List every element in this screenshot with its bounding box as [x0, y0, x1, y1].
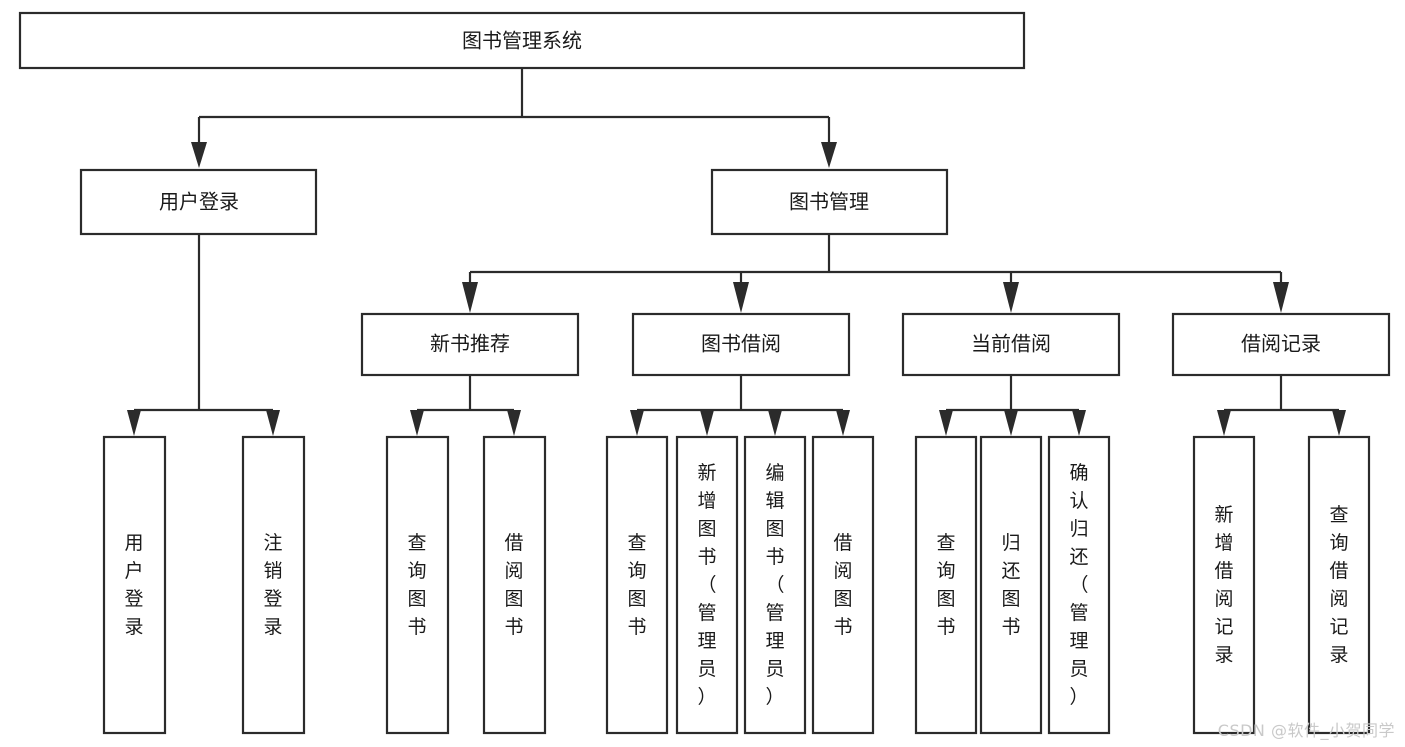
node-leaf-query-borrow-record-box[interactable]: [1307, 435, 1371, 735]
node-borrow-record-box[interactable]: [1171, 312, 1391, 377]
arrowhead-leaf-add-book: [700, 410, 714, 436]
node-leaf-borrow-book-1-box[interactable]: [482, 435, 547, 735]
node-leaf-logout-login-box[interactable]: [241, 435, 306, 735]
node-leaf-logout-login[interactable]: 注销登录: [241, 435, 306, 735]
node-leaf-confirm-return-label: 确认归还（管理员）: [1069, 462, 1088, 708]
node-new-book-recommend-box[interactable]: [360, 312, 580, 377]
node-book-manage-label: 图书管理: [789, 190, 869, 214]
arrowhead-leaf-logout-login: [266, 410, 280, 436]
node-leaf-edit-book[interactable]: 编辑图书（管理员）: [743, 435, 807, 735]
node-leaf-user-login-label: 用户登录: [124, 532, 143, 638]
node-new-book-recommend-label: 新书推荐: [430, 332, 510, 356]
node-borrow-record[interactable]: 借阅记录: [1171, 312, 1391, 377]
node-leaf-return-book-box[interactable]: [979, 435, 1043, 735]
node-leaf-add-borrow-record[interactable]: 新增借阅记录: [1192, 435, 1256, 735]
node-leaf-query-book-1-label: 查询图书: [407, 532, 426, 638]
node-current-borrow-label: 当前借阅: [971, 332, 1051, 356]
arrowhead-book-borrow: [733, 282, 749, 313]
arrowhead-leaf-query-book-3: [939, 410, 953, 436]
node-leaf-confirm-return[interactable]: 确认归还（管理员）: [1047, 435, 1111, 735]
node-leaf-edit-book-box[interactable]: [743, 435, 807, 735]
node-leaf-query-book-2-box[interactable]: [605, 435, 669, 735]
node-book-manage[interactable]: 图书管理: [710, 168, 949, 236]
arrowhead-leaf-borrow-book-1: [507, 410, 521, 436]
node-leaf-borrow-book-2-label: 借阅图书: [833, 532, 852, 638]
node-leaf-query-book-2-label: 查询图书: [627, 532, 646, 638]
arrowhead-leaf-query-book-2: [630, 410, 644, 436]
arrowhead-leaf-return-book: [1004, 410, 1018, 436]
node-root[interactable]: 图书管理系统: [18, 11, 1026, 70]
arrowhead-borrow-record: [1273, 282, 1289, 313]
node-leaf-user-login-box[interactable]: [102, 435, 167, 735]
arrowhead-user-login: [191, 142, 207, 168]
node-user-login-box[interactable]: [79, 168, 318, 236]
arrowhead-new-book-recommend: [462, 282, 478, 313]
node-leaf-add-book-box[interactable]: [675, 435, 739, 735]
csdn-watermark: CSDN @软件_小贺同学: [1217, 721, 1395, 740]
node-leaf-query-book-1[interactable]: 查询图书: [385, 435, 450, 735]
node-leaf-query-book-1-box[interactable]: [385, 435, 450, 735]
node-leaf-query-book-3[interactable]: 查询图书: [914, 435, 978, 735]
node-leaf-query-borrow-record[interactable]: 查询借阅记录: [1307, 435, 1371, 735]
arrowhead-leaf-query-borrow-record: [1332, 410, 1346, 436]
node-leaf-query-borrow-record-label: 查询借阅记录: [1329, 504, 1348, 666]
node-current-borrow[interactable]: 当前借阅: [901, 312, 1121, 377]
node-new-book-recommend[interactable]: 新书推荐: [360, 312, 580, 377]
node-leaf-add-borrow-record-box[interactable]: [1192, 435, 1256, 735]
node-leaf-add-borrow-record-label: 新增借阅记录: [1214, 504, 1233, 666]
node-leaf-add-book-label: 新增图书（管理员）: [697, 462, 716, 708]
arrowhead-leaf-borrow-book-2: [836, 410, 850, 436]
node-leaf-borrow-book-2-box[interactable]: [811, 435, 875, 735]
arrowhead-leaf-confirm-return: [1072, 410, 1086, 436]
node-leaf-add-book[interactable]: 新增图书（管理员）: [675, 435, 739, 735]
node-leaf-return-book[interactable]: 归还图书: [979, 435, 1043, 735]
node-book-borrow-box[interactable]: [631, 312, 851, 377]
node-leaf-confirm-return-box[interactable]: [1047, 435, 1111, 735]
node-leaf-logout-login-label: 注销登录: [263, 532, 282, 638]
arrowhead-leaf-edit-book: [768, 410, 782, 436]
node-leaf-query-book-3-box[interactable]: [914, 435, 978, 735]
node-book-manage-box[interactable]: [710, 168, 949, 236]
node-borrow-record-label: 借阅记录: [1241, 332, 1321, 356]
node-leaf-borrow-book-1-label: 借阅图书: [504, 532, 523, 638]
node-leaf-user-login[interactable]: 用户登录: [102, 435, 167, 735]
arrowhead-leaf-query-book-1: [410, 410, 424, 436]
node-root-box[interactable]: [18, 11, 1026, 70]
node-leaf-query-book-2[interactable]: 查询图书: [605, 435, 669, 735]
connector-layer: [127, 68, 1346, 436]
node-user-login[interactable]: 用户登录: [79, 168, 318, 236]
node-leaf-query-book-3-label: 查询图书: [936, 532, 955, 638]
node-book-borrow[interactable]: 图书借阅: [631, 312, 851, 377]
arrowhead-book-manage: [821, 142, 837, 168]
node-book-borrow-label: 图书借阅: [701, 332, 781, 356]
node-leaf-return-book-label: 归还图书: [1001, 532, 1020, 638]
node-user-login-label: 用户登录: [159, 190, 239, 214]
arrowhead-leaf-add-borrow-record: [1217, 410, 1231, 436]
node-leaf-borrow-book-2[interactable]: 借阅图书: [811, 435, 875, 735]
node-leaf-borrow-book-1[interactable]: 借阅图书: [482, 435, 547, 735]
node-current-borrow-box[interactable]: [901, 312, 1121, 377]
node-leaf-edit-book-label: 编辑图书（管理员）: [765, 462, 784, 708]
arrowhead-current-borrow: [1003, 282, 1019, 313]
arrowhead-leaf-user-login: [127, 410, 141, 436]
node-root-label: 图书管理系统: [462, 29, 582, 53]
